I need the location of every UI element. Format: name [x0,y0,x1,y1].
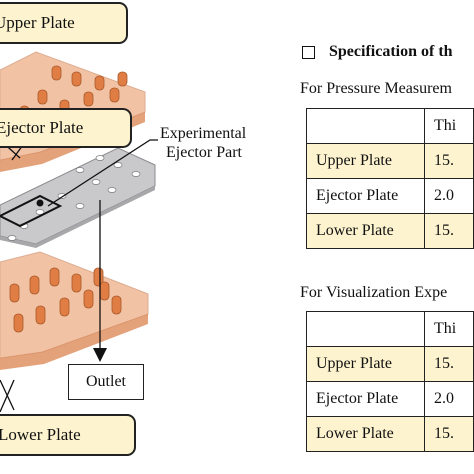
row-value: 15. [424,143,474,179]
row-value: 2.0 [424,381,474,417]
upper-plate-callout: Upper Plate [0,2,128,44]
row-value: 2.0 [424,178,474,214]
exploded-assembly-diagram [0,51,158,413]
row-value: 15. [424,416,474,452]
row-name: Lower Plate [305,416,426,452]
table-row: Upper Plate 15. [305,346,474,382]
experimental-leader [47,139,158,207]
experimental-label-line1: Experimental [160,125,247,142]
row-value: 15. [424,346,474,382]
spec-title-text: Specification of th [329,43,453,60]
pressure-spec-table: Thi Upper Plate 15. Ejector Plate 2.0 Lo… [305,108,474,249]
visualization-caption: For Visualization Expe [300,284,448,301]
spec-heading: Specification of th [302,43,453,61]
checkbox-square-icon [302,45,315,59]
ejector-plate-callout: Ejector Plate [0,108,132,148]
table-row: Ejector Plate 2.0 [305,178,474,214]
header-empty-cell [305,108,426,144]
row-value: 15. [424,213,474,249]
row-name: Ejector Plate [305,381,426,417]
ejector-plate-drawing [0,147,156,248]
outlet-box: Outlet [68,364,144,400]
table-row: Ejector Plate 2.0 [305,381,474,417]
table-row: Lower Plate 15. [305,416,474,452]
experimental-ejector-label: Experimental Ejector Part [160,124,246,162]
lower-plate-label: Lower Plate [0,425,81,444]
table-row: Lower Plate 15. [305,213,474,249]
row-name: Upper Plate [305,346,426,382]
header-thickness-cell: Thi [424,311,474,347]
row-name: Ejector Plate [305,178,426,214]
lower-plate-callout: Lower Plate [0,414,136,456]
ejector-plate-label: Ejector Plate [0,118,84,137]
outlet-label: Outlet [86,373,126,390]
header-thickness-cell: Thi [424,108,474,144]
upper-plate-label: Upper Plate [0,13,75,32]
lower-plate-drawing [0,251,149,370]
header-empty-cell [305,311,426,347]
table-header-row: Thi [305,311,474,347]
visualization-spec-table: Thi Upper Plate 15. Ejector Plate 2.0 Lo… [305,311,474,452]
table-header-row: Thi [305,108,474,144]
outlet-arrow [93,348,107,362]
table-row: Upper Plate 15. [305,143,474,179]
experimental-label-line2: Ejector Part [166,144,242,161]
pressure-caption: For Pressure Measurem [300,80,452,97]
row-name: Upper Plate [305,143,426,179]
row-name: Lower Plate [305,213,426,249]
